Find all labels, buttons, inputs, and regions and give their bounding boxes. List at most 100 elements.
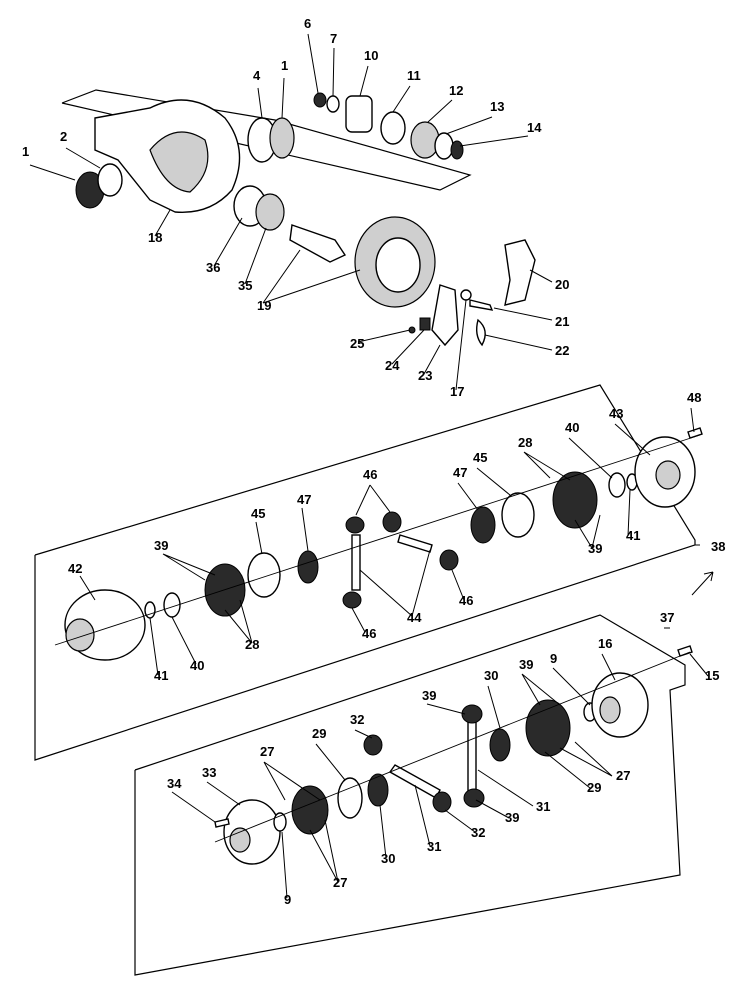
part-39-pinion-top <box>461 704 483 724</box>
part-13-spacer <box>434 132 454 160</box>
part-2-bearing <box>97 163 123 197</box>
callout-16: 16 <box>598 636 612 651</box>
callout-35: 35 <box>238 278 252 293</box>
callout-13: 13 <box>490 99 504 114</box>
part-46-pinion-right <box>439 549 459 571</box>
part-20-bearing-cap <box>504 239 536 306</box>
callout-19: 19 <box>257 298 271 313</box>
callout-39: 39 <box>588 541 602 556</box>
callout-43: 43 <box>609 406 623 421</box>
callout-44: 44 <box>407 610 422 625</box>
callout-27: 27 <box>616 768 630 783</box>
part-17-washer <box>460 289 472 301</box>
leader-bottom <box>171 627 709 899</box>
callout-48: 48 <box>687 390 701 405</box>
part-1-right-ring <box>269 117 295 159</box>
callout-45: 45 <box>473 450 487 465</box>
callout-11: 11 <box>407 68 421 83</box>
part-30-side-gear-left <box>367 773 389 807</box>
callout-20: 20 <box>555 277 569 292</box>
callout-7: 7 <box>330 31 337 46</box>
leader-top <box>29 33 553 391</box>
part-42-case-hub <box>65 618 95 652</box>
part-16-case-hub <box>599 696 621 724</box>
callout-37: 37 <box>660 610 674 625</box>
leader-middle <box>79 407 700 676</box>
part-10-flange <box>345 95 373 133</box>
part-47-side-gear-left <box>297 550 319 584</box>
callout-41: 41 <box>154 668 168 683</box>
callout-46: 46 <box>459 593 473 608</box>
callout-24: 24 <box>385 358 400 373</box>
part-19-pinion-shaft <box>289 224 347 263</box>
part-43-case-hub <box>655 460 681 490</box>
callout-40: 40 <box>565 420 579 435</box>
part-35-bearing <box>255 193 285 231</box>
callout-32: 32 <box>471 825 485 840</box>
callout-23: 23 <box>418 368 432 383</box>
part-34-bolt <box>214 818 230 828</box>
callout-42: 42 <box>68 561 82 576</box>
part-40-thrust-right <box>608 472 626 498</box>
middle-frame <box>34 384 696 761</box>
part-14-shim <box>450 140 464 160</box>
callout-25: 25 <box>350 336 364 351</box>
callout-28: 28 <box>245 637 259 652</box>
callout-36: 36 <box>206 260 220 275</box>
part-11-seal <box>380 111 406 145</box>
callout-6: 6 <box>304 16 311 31</box>
part-44-pin <box>397 534 433 553</box>
callout-41: 41 <box>626 528 640 543</box>
bottom-axis <box>214 651 691 843</box>
callout-30: 30 <box>381 851 395 866</box>
top-frame <box>61 89 472 191</box>
bottom-frame <box>134 614 686 976</box>
part-45-pressure-ring-right <box>501 492 535 538</box>
part-6-nut <box>313 92 327 108</box>
callout-39: 39 <box>154 538 168 553</box>
callout-12: 12 <box>449 83 463 98</box>
part-32-pinion-bottom <box>432 791 452 813</box>
axle-housing-group <box>29 33 553 391</box>
part-31-shaft-left <box>388 764 441 799</box>
callout-47: 47 <box>297 492 311 507</box>
callout-14: 14 <box>527 120 542 135</box>
callout-9: 9 <box>284 892 291 907</box>
callout-38: 38 <box>711 539 725 554</box>
part-46-pinion-top <box>345 516 365 534</box>
part-44-cross-shaft <box>351 534 361 591</box>
callout-9: 9 <box>550 651 557 666</box>
callout-46: 46 <box>363 467 377 482</box>
callout-29: 29 <box>312 726 326 741</box>
callout-30: 30 <box>484 668 498 683</box>
part-21-bolt <box>469 299 494 311</box>
callout-45: 45 <box>251 506 265 521</box>
callout-17: 17 <box>450 384 464 399</box>
part-47-side-gear-right <box>470 506 496 544</box>
callout-39: 39 <box>519 657 533 672</box>
callout-22: 22 <box>555 343 569 358</box>
callout-18: 18 <box>148 230 162 245</box>
callout-1: 1 <box>281 58 288 73</box>
part-24-lock <box>419 317 431 331</box>
part-48-bolt <box>687 427 703 439</box>
housing-ribs <box>149 131 209 193</box>
callout-21: 21 <box>555 314 569 329</box>
callout-31: 31 <box>427 839 441 854</box>
part-39-27-discs-right <box>525 699 571 757</box>
callout-27: 27 <box>260 744 274 759</box>
callout-10: 10 <box>364 48 378 63</box>
part-30-side-gear-right <box>489 728 511 762</box>
part-46-pinion-bottom <box>342 591 362 609</box>
part-27-discs-left <box>291 785 329 835</box>
callout-39: 39 <box>505 810 519 825</box>
callout-27: 27 <box>333 875 347 890</box>
callout-2: 2 <box>60 129 67 144</box>
part-15-bolt <box>677 645 693 657</box>
callout-33: 33 <box>202 765 216 780</box>
part-46-pinion-mid <box>382 511 402 533</box>
callout-1: 1 <box>22 144 29 159</box>
part-39-pinion-bottom <box>463 788 485 808</box>
